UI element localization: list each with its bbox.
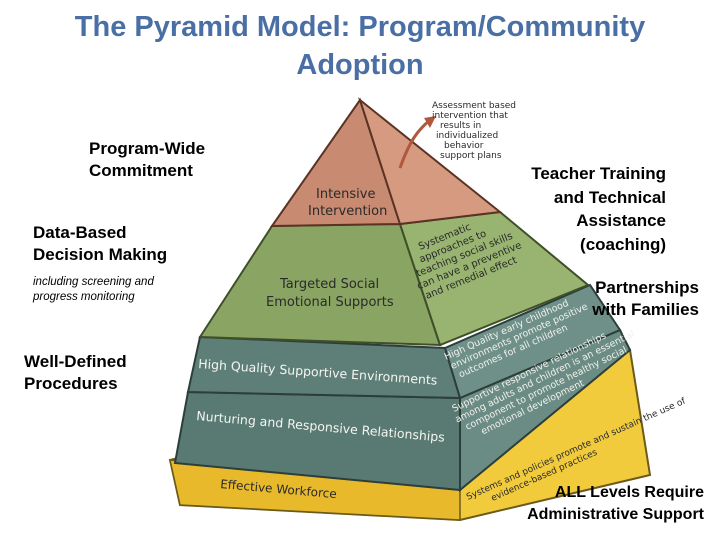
well-defined-procedures-label: Well-Defined Procedures xyxy=(24,352,127,393)
data-based-decision-label: Data-Based Decision Making xyxy=(33,223,168,264)
teacher-training-label: Teacher Training and Technical Assistanc… xyxy=(531,164,666,254)
partnerships-label: Partnerships with Families xyxy=(592,278,699,319)
top-tier xyxy=(270,97,503,228)
title-line-1: The Pyramid Model: Program/Community xyxy=(74,11,646,43)
data-based-note: including screening and progress monitor… xyxy=(33,276,154,303)
top-tier-note: Assessment based intervention that resul… xyxy=(432,101,519,161)
title-line-2: Adoption xyxy=(296,49,424,81)
second-tier-side-text: Systematic approaches to teaching social… xyxy=(402,206,531,304)
administrative-support-label: ALL Levels Require Administrative Suppor… xyxy=(527,484,704,523)
arrow-icon xyxy=(398,116,436,169)
top-tier-label: Intensive Intervention xyxy=(308,187,387,219)
third-tier xyxy=(186,283,622,400)
page-title: The Pyramid Model: Program/Community Ado… xyxy=(0,8,720,84)
second-tier-label: Targeted Social Emotional Supports xyxy=(266,277,394,310)
program-wide-commitment-label: Program-Wide Commitment xyxy=(89,139,206,180)
